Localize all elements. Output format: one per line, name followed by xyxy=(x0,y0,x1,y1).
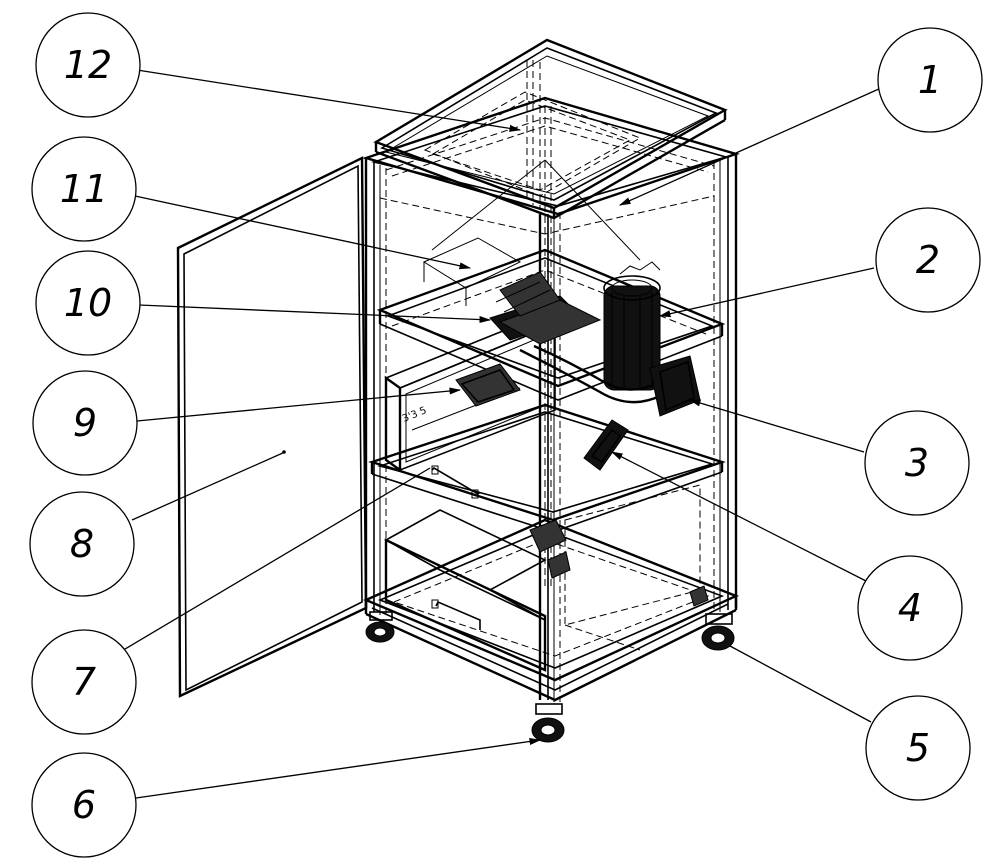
mechanism-assembly xyxy=(455,261,709,607)
callout-1: 1 xyxy=(877,27,983,133)
callout-2-label: 2 xyxy=(916,238,940,282)
callout-5: 5 xyxy=(865,695,971,801)
caster-front-left xyxy=(365,611,395,643)
callout-12: 12 xyxy=(35,12,141,118)
callout-10: 10 xyxy=(35,250,141,356)
callout-7-label: 7 xyxy=(72,660,96,704)
callout-11-label: 11 xyxy=(60,167,108,211)
drawer-handle xyxy=(431,466,481,496)
callout-4: 4 xyxy=(857,555,963,661)
callout-6: 6 xyxy=(31,752,137,858)
leader-lines xyxy=(119,69,882,799)
callout-9-label: 9 xyxy=(73,401,97,445)
callout-9: 9 xyxy=(32,370,138,476)
callout-1-label: 1 xyxy=(918,58,942,102)
callout-5-label: 5 xyxy=(906,726,930,770)
callout-7: 7 xyxy=(31,629,137,735)
callout-8-label: 8 xyxy=(70,522,94,566)
lower-drawer xyxy=(384,509,547,672)
cabinet-body xyxy=(361,96,740,702)
callout-4-label: 4 xyxy=(898,586,922,630)
drawer: 3'3 5 xyxy=(384,315,557,499)
callout-6-label: 6 xyxy=(72,783,96,827)
callout-12-label: 12 xyxy=(64,43,112,87)
lower-drawer-handle xyxy=(435,600,481,630)
callout-3-label: 3 xyxy=(905,441,929,485)
cabinet-door xyxy=(176,156,368,698)
caster-right xyxy=(701,613,735,651)
callout-10-label: 10 xyxy=(64,281,112,325)
callout-11: 11 xyxy=(31,136,137,242)
caster-front-center xyxy=(531,703,565,743)
callout-2: 2 xyxy=(875,207,981,313)
drawer-marking: 3'3 5 xyxy=(401,405,428,425)
callout-8: 8 xyxy=(29,491,135,597)
callout-3: 3 xyxy=(864,410,970,516)
